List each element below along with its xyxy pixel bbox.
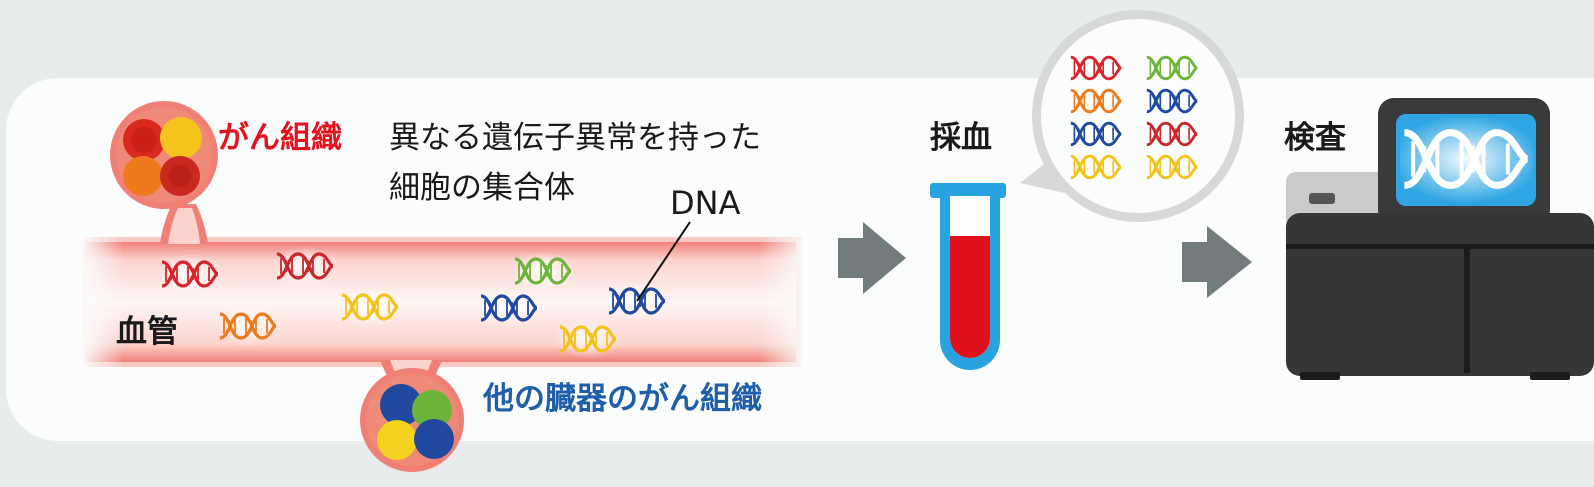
dna-helix-icon bbox=[154, 252, 226, 296]
dna-helix-icon bbox=[1063, 81, 1129, 121]
other-organ-cancer-icon bbox=[360, 368, 464, 472]
blood-vessel-label: 血管 bbox=[116, 314, 178, 350]
right-arrow-icon bbox=[1182, 226, 1252, 298]
dna-helix-icon bbox=[473, 286, 545, 330]
cancer-tissue-label: がん組織 bbox=[218, 120, 342, 156]
dna-magnifier-bubble bbox=[1020, 10, 1244, 222]
dna-helix-icon bbox=[507, 249, 579, 293]
analyzer-machine-icon bbox=[1286, 98, 1594, 380]
cancer-tissue-icon bbox=[110, 101, 218, 209]
other-organ-cancer-label: 他の臓器のがん組織 bbox=[482, 381, 762, 417]
test-label: 検査 bbox=[1284, 120, 1346, 156]
dna-helix-icon bbox=[1139, 147, 1205, 187]
dna-helix-icon bbox=[334, 285, 406, 329]
dna-label: DNA bbox=[670, 184, 741, 222]
dna-helix-icon bbox=[552, 317, 624, 361]
dna-helix-icon bbox=[1063, 114, 1129, 154]
dna-helix-icon bbox=[1063, 48, 1129, 88]
right-arrow-icon bbox=[838, 222, 906, 294]
dna-helix-icon bbox=[1139, 48, 1205, 88]
dna-helix-icon bbox=[1391, 115, 1541, 203]
test-tube-icon bbox=[930, 183, 1006, 370]
dna-helix-icon bbox=[1139, 81, 1205, 121]
dna-helix-icon bbox=[1063, 147, 1129, 187]
dna-pointer-line bbox=[636, 221, 691, 302]
blood-draw-label: 採血 bbox=[930, 120, 992, 156]
dna-helix-icon bbox=[1139, 114, 1205, 154]
description-line1: 異なる遺伝子異常を持った bbox=[389, 120, 761, 156]
dna-helix-icon bbox=[269, 244, 341, 288]
description-line2: 細胞の集合体 bbox=[389, 170, 575, 206]
dna-helix-icon bbox=[212, 304, 284, 348]
